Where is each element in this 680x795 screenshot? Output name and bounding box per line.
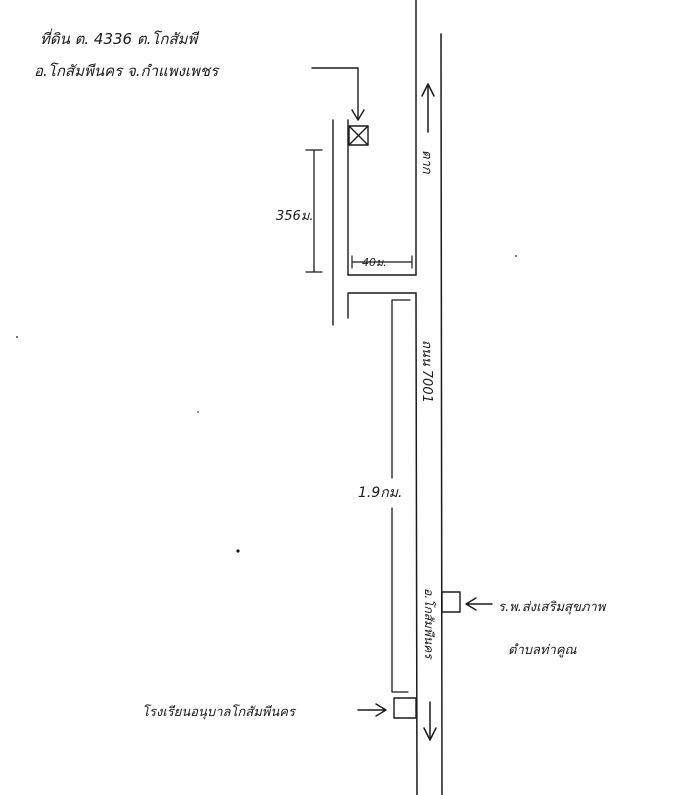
distance-to-school-label: 1.9กม.	[358, 485, 402, 501]
deed-note-line-1: ที่ดิน ต. 4336 ต.โกสัมพี	[40, 28, 199, 48]
lane-lower-edge	[347, 292, 417, 319]
arrow-up-icon	[421, 83, 435, 133]
deed-note-line-2: อ.โกสัมพีนคร จ.กำแพงเพชร	[34, 62, 220, 80]
paper-speck	[197, 411, 199, 413]
road-west-edge	[415, 0, 418, 795]
frontage-width-label: 40ม.	[362, 256, 387, 269]
road-east-edge	[440, 33, 443, 795]
school-marker	[393, 697, 417, 719]
health-center-label-line-1: ร.พ.ส่งเสริมสุขภาพ	[498, 600, 607, 615]
note-leader-line	[311, 67, 359, 119]
frontage-width-dimension-line	[351, 255, 413, 269]
road-lower-label: อ.โกสัมพีนคร	[422, 588, 436, 660]
school-label: โรงเรียนอนุบาลโกสัมพีนคร	[142, 704, 297, 720]
arrow-down-icon	[423, 701, 437, 741]
paper-speck	[515, 255, 517, 257]
health-center-leader-arrow	[465, 597, 493, 611]
health-center-marker	[441, 591, 461, 613]
paper-speck	[236, 549, 240, 553]
note-leader-arrowhead	[351, 109, 365, 121]
school-leader-arrow	[357, 703, 387, 717]
paper-speck	[16, 336, 18, 338]
health-center-label-line-2: ตำบลท่าคูณ	[508, 643, 578, 658]
distance-dimension-line	[391, 299, 411, 693]
plot-length-dimension-line	[305, 149, 323, 273]
road-name-label: ถนน 7001	[419, 340, 434, 403]
plot-marker-icon	[348, 125, 369, 146]
plot-length-label: 356ม.	[276, 209, 314, 224]
road-upper-label: ตาก	[419, 150, 434, 175]
